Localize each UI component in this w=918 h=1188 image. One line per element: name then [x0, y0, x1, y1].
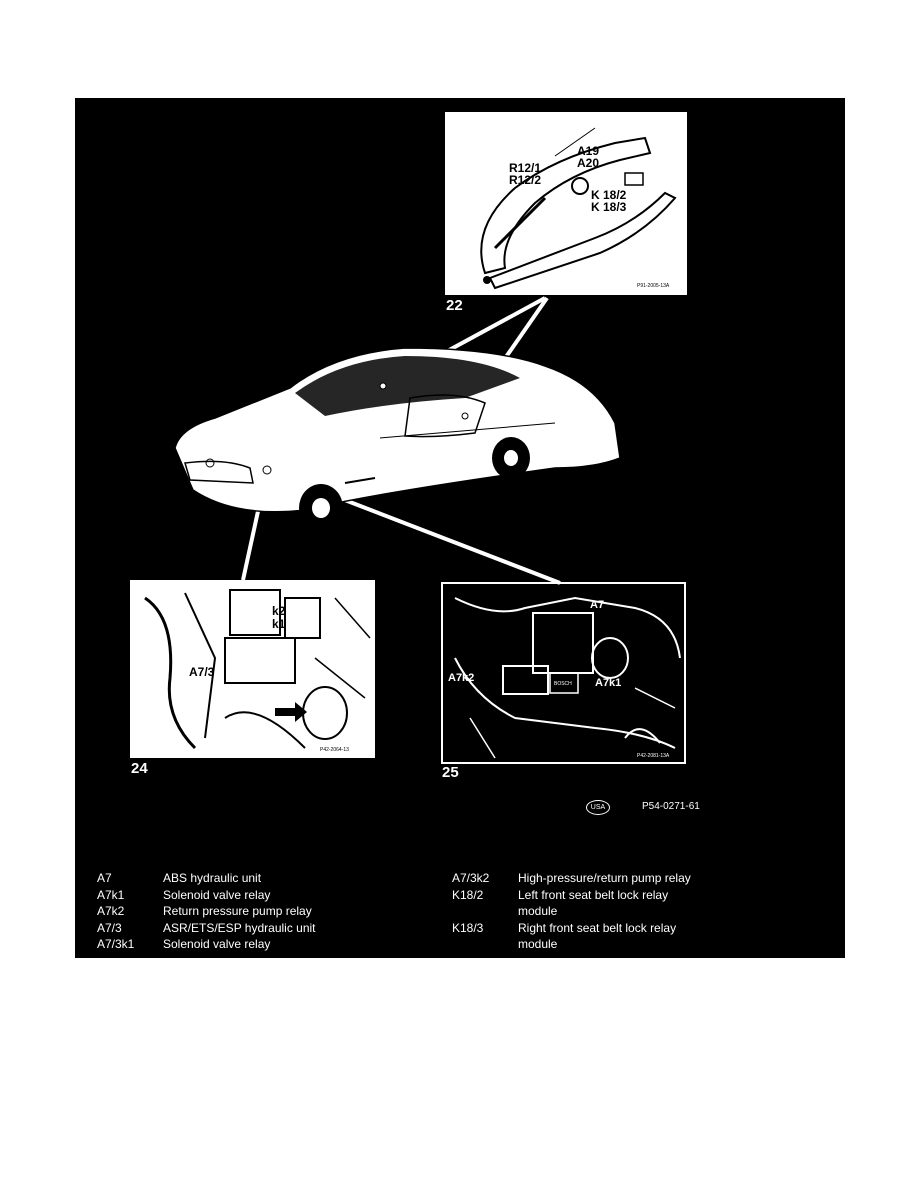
legend-item: A7/3k2 High-pressure/return pump relay [452, 870, 758, 887]
legend-item: A7k1 Solenoid valve relay [97, 887, 403, 904]
inset-label-22: 22 [446, 297, 463, 314]
legend-desc: Right front seat belt lock relay [518, 920, 677, 935]
reference-code: P42-2081-13A [637, 753, 670, 759]
legend-code: A7/3k1 [97, 937, 135, 951]
legend-desc-continued: module [518, 937, 558, 951]
figure-id: P54-0271-61 [642, 801, 700, 812]
inset-asr-unit [130, 580, 375, 758]
legend-code: A7k2 [97, 904, 125, 918]
car-illustration [174, 347, 621, 532]
legend-desc: Left front seat belt lock relay [518, 887, 669, 902]
legend-desc: ABS hydraulic unit [163, 871, 262, 885]
legend-item: A7k2 Return pressure pump relay [97, 903, 403, 920]
legend-desc: Solenoid valve relay [163, 937, 271, 951]
legend-desc: Solenoid valve relay [163, 887, 271, 902]
legend-desc: High-pressure/return pump relay [518, 871, 691, 885]
legend-item: A7/3k1 Solenoid valve relay [97, 936, 403, 953]
callout-a7k2: A7k2 [448, 672, 475, 684]
callout-a20: A20 [577, 156, 600, 170]
inset-label-25: 25 [442, 764, 459, 781]
legend-item: K18/3 Right front seat belt lock relay [452, 920, 758, 937]
usa-badge: USA [586, 800, 610, 815]
legend-code: K18/3 [452, 920, 484, 935]
callout-k18-2: K 18/2 [591, 188, 627, 202]
legend-code: A7/3k2 [452, 871, 490, 885]
callout-k1: k1 [272, 617, 286, 631]
callout-a19: A19 [577, 144, 600, 158]
callout-r12-1: R12/1 [509, 161, 542, 175]
legend-right: A7/3k2 High-pressure/return pump relay K… [452, 870, 758, 953]
callout-a7-3: A7/3 [189, 665, 215, 679]
legend-item: K18/2 Left front seat belt lock relay [452, 887, 758, 904]
inset-seat-belt [445, 112, 687, 295]
inset-abs-unit [441, 582, 686, 764]
diagram-artwork [130, 112, 687, 764]
legend-item: A7/3 ASR/ETS/ESP hydraulic unit [97, 920, 403, 937]
reference-code: P91-2005-13A [637, 283, 670, 289]
legend-code: A7k1 [97, 887, 125, 902]
legend-left: A7 ABS hydraulic unit A7k1 Solenoid valv… [97, 870, 403, 953]
diagram-panel: A19 A20 R12/1 R12/2 K 18/2 K 18/3 P91-20… [75, 98, 845, 958]
callout-k2: k2 [272, 604, 286, 618]
legend-code: A7 [97, 871, 112, 885]
reference-code: P42-2064-13 [320, 747, 349, 753]
legend-desc: Return pressure pump relay [163, 904, 312, 918]
inset-label-24: 24 [131, 760, 148, 777]
callout-a7: A7 [590, 599, 605, 611]
callout-a7k1: A7k1 [595, 677, 622, 689]
legend-code: K18/2 [452, 887, 484, 902]
legend-desc-continued: module [518, 904, 558, 918]
legend-desc: ASR/ETS/ESP hydraulic unit [163, 920, 316, 935]
brand-mark: BOSCH [554, 681, 572, 687]
legend-item: A7 ABS hydraulic unit [97, 870, 403, 887]
callout-k18-3: K 18/3 [591, 200, 627, 214]
legend-code: A7/3 [97, 920, 122, 935]
callout-r12-2: R12/2 [509, 173, 542, 187]
